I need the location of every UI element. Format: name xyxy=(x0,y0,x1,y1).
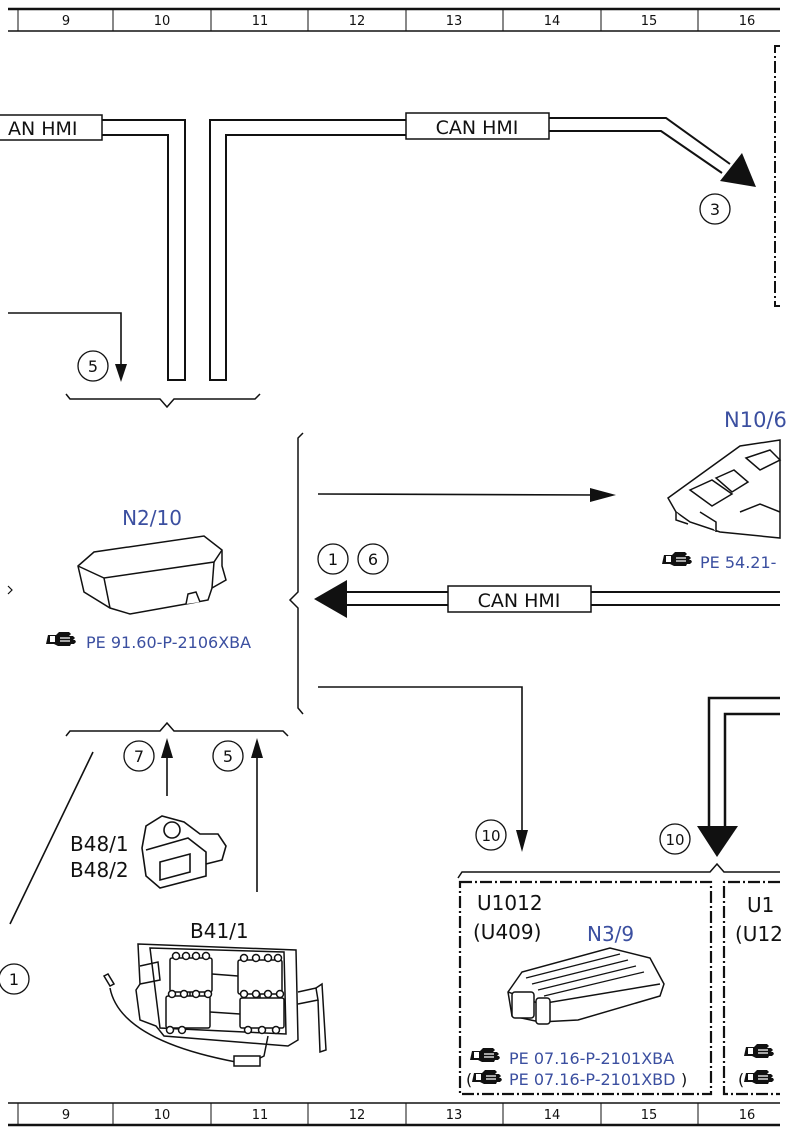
n10-label: N10/6 xyxy=(724,408,787,432)
b48-sensor-illustration xyxy=(141,815,227,889)
ruler-top-col-12: 12 xyxy=(349,14,366,29)
svg-text:CAN HMI: CAN HMI xyxy=(478,590,561,612)
arrow-head-right-n10 xyxy=(590,488,616,502)
b48-1-label: B48/1 xyxy=(70,832,129,856)
hand-pointer-icon xyxy=(471,1069,503,1085)
ruler-top-col-9: 9 xyxy=(62,14,70,29)
svg-text:PE 91.60-P-2106XBA: PE 91.60-P-2106XBA xyxy=(86,633,251,652)
arrow-head-down-top xyxy=(115,364,127,382)
hand-pointer-icon[interactable] xyxy=(743,1043,775,1059)
b48-2-label: B48/2 xyxy=(70,858,129,882)
hand-pointer-icon xyxy=(469,1047,501,1063)
svg-text:(: ( xyxy=(466,1070,472,1089)
svg-text:10: 10 xyxy=(665,831,684,849)
signal-line-to-n10 xyxy=(317,493,597,496)
n3-9-label: N3/9 xyxy=(587,922,634,946)
signal-line-top-left xyxy=(8,312,122,370)
svg-text:PE 07.16-P-2101XBA: PE 07.16-P-2101XBA xyxy=(509,1049,674,1068)
ruler-top-col-11: 11 xyxy=(252,14,269,29)
ruler-top-col-10: 10 xyxy=(154,14,171,29)
n10-ref[interactable]: PE 54.21- xyxy=(661,551,776,572)
u1012-ref-1[interactable]: PE 07.16-P-2101XBA xyxy=(469,1047,674,1068)
n2-10-module-illustration xyxy=(77,535,227,615)
svg-text:10: 10 xyxy=(481,827,500,845)
ruler-bottom: 9 10 11 12 13 14 15 16 xyxy=(8,1102,780,1127)
svg-text:PE 07.16-P-2101XBD: PE 07.16-P-2101XBD xyxy=(509,1070,675,1089)
n2-10-label: N2/10 xyxy=(122,506,182,530)
brace-top xyxy=(65,393,261,409)
arrow-head-left-middle xyxy=(314,580,347,618)
can-hmi-label-top-right: CAN HMI xyxy=(405,112,550,140)
svg-text:3: 3 xyxy=(710,200,720,219)
svg-text:6: 6 xyxy=(368,550,378,569)
marker-6: 6 xyxy=(357,543,389,575)
ruler-bottom-col-16: 16 xyxy=(739,1108,756,1123)
ruler-bottom-col-13: 13 xyxy=(446,1108,463,1123)
svg-text:CAN HMI: CAN HMI xyxy=(436,117,519,139)
ruler-top-col-14: 14 xyxy=(544,14,561,29)
u-right-paren: ( xyxy=(738,1070,744,1089)
brace-vertical xyxy=(288,432,304,715)
ruler-bottom-col-10: 10 xyxy=(154,1108,171,1123)
b41-1-label: B41/1 xyxy=(190,919,249,943)
u-right-code: U1 xyxy=(747,893,774,917)
svg-text:PE 54.21-: PE 54.21- xyxy=(700,553,776,572)
marker-1: 1 xyxy=(317,543,349,575)
u1012-dashed-box xyxy=(458,880,713,1096)
arrow-head-up-5 xyxy=(251,738,263,758)
u1012-alt-code: (U409) xyxy=(473,920,541,944)
n10-module-illustration xyxy=(667,439,782,539)
marker-3: 3 xyxy=(699,193,731,225)
ruler-top-col-15: 15 xyxy=(641,14,658,29)
u-right-dashed-box xyxy=(722,880,780,1096)
ruler-top-col-13: 13 xyxy=(446,14,463,29)
edge-chevron xyxy=(7,585,13,595)
can-bus-right xyxy=(707,696,780,830)
marker-5-top: 5 xyxy=(77,350,109,382)
marker-5-bottom: 5 xyxy=(212,740,244,772)
svg-text:1: 1 xyxy=(328,550,338,569)
svg-text:AN HMI: AN HMI xyxy=(8,118,78,140)
ruler-bottom-col-9: 9 xyxy=(62,1108,70,1123)
hand-pointer-icon[interactable] xyxy=(743,1069,775,1085)
u1012-code: U1012 xyxy=(477,891,543,915)
arrow-head-down-u1012 xyxy=(516,830,528,852)
can-bus-top xyxy=(102,117,731,381)
n3-9-module-illustration xyxy=(507,947,665,1025)
svg-text:7: 7 xyxy=(134,747,144,766)
signal-line-to-u1012 xyxy=(318,686,523,836)
signal-line-diagonal xyxy=(9,751,94,925)
ruler-top-col-16: 16 xyxy=(739,14,756,29)
can-hmi-label-top-left: AN HMI xyxy=(0,114,103,141)
svg-text:5: 5 xyxy=(223,747,233,766)
ruler-top: 9 10 11 12 13 14 15 16 xyxy=(8,7,780,32)
svg-text:5: 5 xyxy=(88,357,98,376)
can-hmi-label-middle: CAN HMI xyxy=(447,585,592,613)
marker-10-right: 10 xyxy=(659,823,691,855)
arrow-head-down-right xyxy=(697,826,738,857)
arrow-head-up-7 xyxy=(161,738,173,758)
hand-pointer-icon xyxy=(661,551,693,567)
u-right-alt-code: (U12 xyxy=(735,922,783,946)
ruler-bottom-col-15: 15 xyxy=(641,1108,658,1123)
n2-10-ref[interactable]: PE 91.60-P-2106XBA xyxy=(45,631,251,652)
b41-1-sensor-mat-illustration xyxy=(102,943,327,1067)
u1012-ref-2[interactable]: ( PE 07.16-P-2101XBD ) xyxy=(466,1069,687,1089)
hand-pointer-icon xyxy=(45,631,77,647)
marker-7: 7 xyxy=(123,740,155,772)
ruler-bottom-col-11: 11 xyxy=(252,1108,269,1123)
brace-bottom-right xyxy=(457,862,780,879)
marker-11-partial: 1 xyxy=(0,963,30,995)
svg-text:1: 1 xyxy=(9,970,19,989)
svg-text:): ) xyxy=(681,1070,687,1089)
arrow-head-top-right xyxy=(720,153,756,187)
brace-bottom-left xyxy=(65,721,289,737)
dashed-border-top-right xyxy=(774,45,780,307)
marker-10-left: 10 xyxy=(475,819,507,851)
ruler-bottom-col-14: 14 xyxy=(544,1108,561,1123)
ruler-bottom-col-12: 12 xyxy=(349,1108,366,1123)
